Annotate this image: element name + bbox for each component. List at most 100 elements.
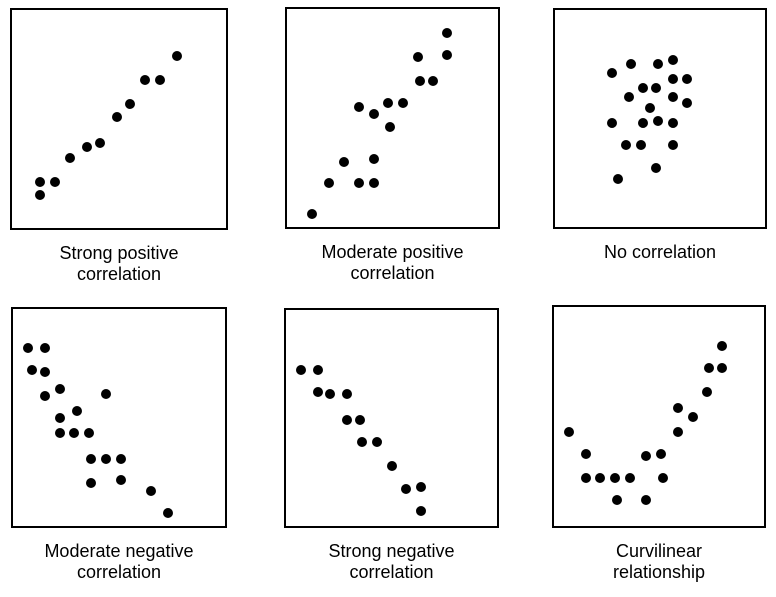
data-point bbox=[636, 139, 647, 150]
data-point bbox=[702, 387, 713, 398]
data-point bbox=[84, 427, 95, 438]
data-point bbox=[324, 178, 335, 189]
data-point bbox=[427, 75, 438, 86]
data-point bbox=[641, 494, 652, 505]
scatterplot-curvilinear bbox=[552, 305, 766, 528]
data-point bbox=[624, 472, 635, 483]
data-point bbox=[124, 98, 135, 109]
data-point bbox=[353, 178, 364, 189]
data-point bbox=[687, 411, 698, 422]
data-point bbox=[595, 472, 606, 483]
data-point bbox=[609, 472, 620, 483]
data-point bbox=[342, 389, 353, 400]
data-point bbox=[34, 190, 45, 201]
panel-moderate-negative: Moderate negative correlation bbox=[11, 307, 227, 583]
panel-no-correlation: No correlation bbox=[553, 8, 767, 263]
data-point bbox=[606, 67, 617, 78]
data-point bbox=[101, 388, 112, 399]
data-point bbox=[71, 405, 82, 416]
data-point bbox=[612, 494, 622, 505]
caption-curvilinear: Curvilinear relationship bbox=[612, 541, 706, 582]
data-point bbox=[638, 83, 649, 94]
data-point bbox=[116, 453, 127, 464]
data-point bbox=[34, 177, 45, 188]
data-point bbox=[383, 97, 394, 108]
data-point bbox=[54, 427, 65, 438]
data-point bbox=[580, 472, 591, 483]
data-point bbox=[325, 389, 336, 400]
data-point bbox=[154, 74, 165, 85]
data-point bbox=[652, 59, 663, 70]
data-point bbox=[625, 59, 636, 70]
caption-no-correlation: No correlation bbox=[603, 242, 717, 262]
data-point bbox=[638, 117, 649, 128]
caption-moderate-negative: Moderate negative correlation bbox=[44, 541, 194, 582]
data-point bbox=[667, 139, 678, 150]
scatterplot-strong-positive bbox=[10, 8, 228, 230]
data-point bbox=[312, 387, 323, 398]
data-point bbox=[606, 117, 617, 128]
data-point bbox=[656, 448, 667, 459]
data-point bbox=[312, 365, 323, 376]
caption-strong-negative: Strong negative correlation bbox=[328, 541, 455, 582]
data-point bbox=[672, 402, 683, 413]
data-point bbox=[354, 415, 365, 426]
scatterplot-moderate-positive bbox=[285, 7, 500, 229]
data-point bbox=[412, 51, 423, 62]
panel-moderate-positive: Moderate positive correlation bbox=[285, 7, 500, 284]
data-point bbox=[416, 505, 427, 516]
panel-strong-positive: Strong positive correlation bbox=[10, 8, 228, 285]
data-point bbox=[672, 426, 683, 437]
data-point bbox=[398, 97, 409, 108]
data-point bbox=[69, 427, 80, 438]
data-point bbox=[81, 142, 92, 153]
data-point bbox=[116, 475, 127, 486]
data-point bbox=[667, 117, 678, 128]
data-point bbox=[682, 98, 693, 109]
data-point bbox=[39, 366, 50, 377]
data-point bbox=[111, 111, 122, 122]
data-point bbox=[442, 27, 453, 38]
data-point bbox=[27, 364, 38, 375]
caption-strong-positive: Strong positive correlation bbox=[59, 243, 179, 284]
data-point bbox=[49, 177, 60, 188]
data-point bbox=[652, 115, 663, 126]
data-point bbox=[385, 121, 396, 132]
data-point bbox=[667, 54, 678, 65]
data-point bbox=[704, 363, 715, 374]
data-point bbox=[368, 108, 379, 119]
panel-curvilinear: Curvilinear relationship bbox=[552, 305, 766, 583]
data-point bbox=[717, 341, 727, 352]
data-point bbox=[650, 163, 661, 174]
data-point bbox=[580, 448, 591, 459]
data-point bbox=[162, 507, 173, 518]
data-point bbox=[145, 486, 156, 497]
data-point bbox=[613, 174, 623, 185]
data-point bbox=[307, 208, 318, 219]
data-point bbox=[386, 460, 397, 471]
data-point bbox=[39, 343, 50, 354]
data-point bbox=[371, 436, 382, 447]
scatterplot-no-correlation bbox=[553, 8, 767, 229]
data-point bbox=[353, 102, 364, 113]
data-point bbox=[416, 482, 427, 493]
data-point bbox=[101, 453, 112, 464]
scatterplot-strong-negative bbox=[284, 308, 499, 528]
data-point bbox=[563, 426, 574, 437]
data-point bbox=[54, 412, 65, 423]
data-point bbox=[667, 91, 678, 102]
data-point bbox=[342, 415, 353, 426]
data-point bbox=[414, 75, 425, 86]
data-point bbox=[368, 154, 379, 165]
data-point bbox=[644, 102, 655, 113]
caption-moderate-positive: Moderate positive correlation bbox=[321, 242, 464, 283]
data-point bbox=[54, 384, 65, 395]
data-point bbox=[64, 153, 75, 164]
data-point bbox=[623, 91, 634, 102]
data-point bbox=[442, 49, 453, 60]
data-point bbox=[682, 74, 693, 85]
data-point bbox=[667, 74, 678, 85]
data-point bbox=[356, 436, 367, 447]
data-point bbox=[401, 484, 412, 495]
